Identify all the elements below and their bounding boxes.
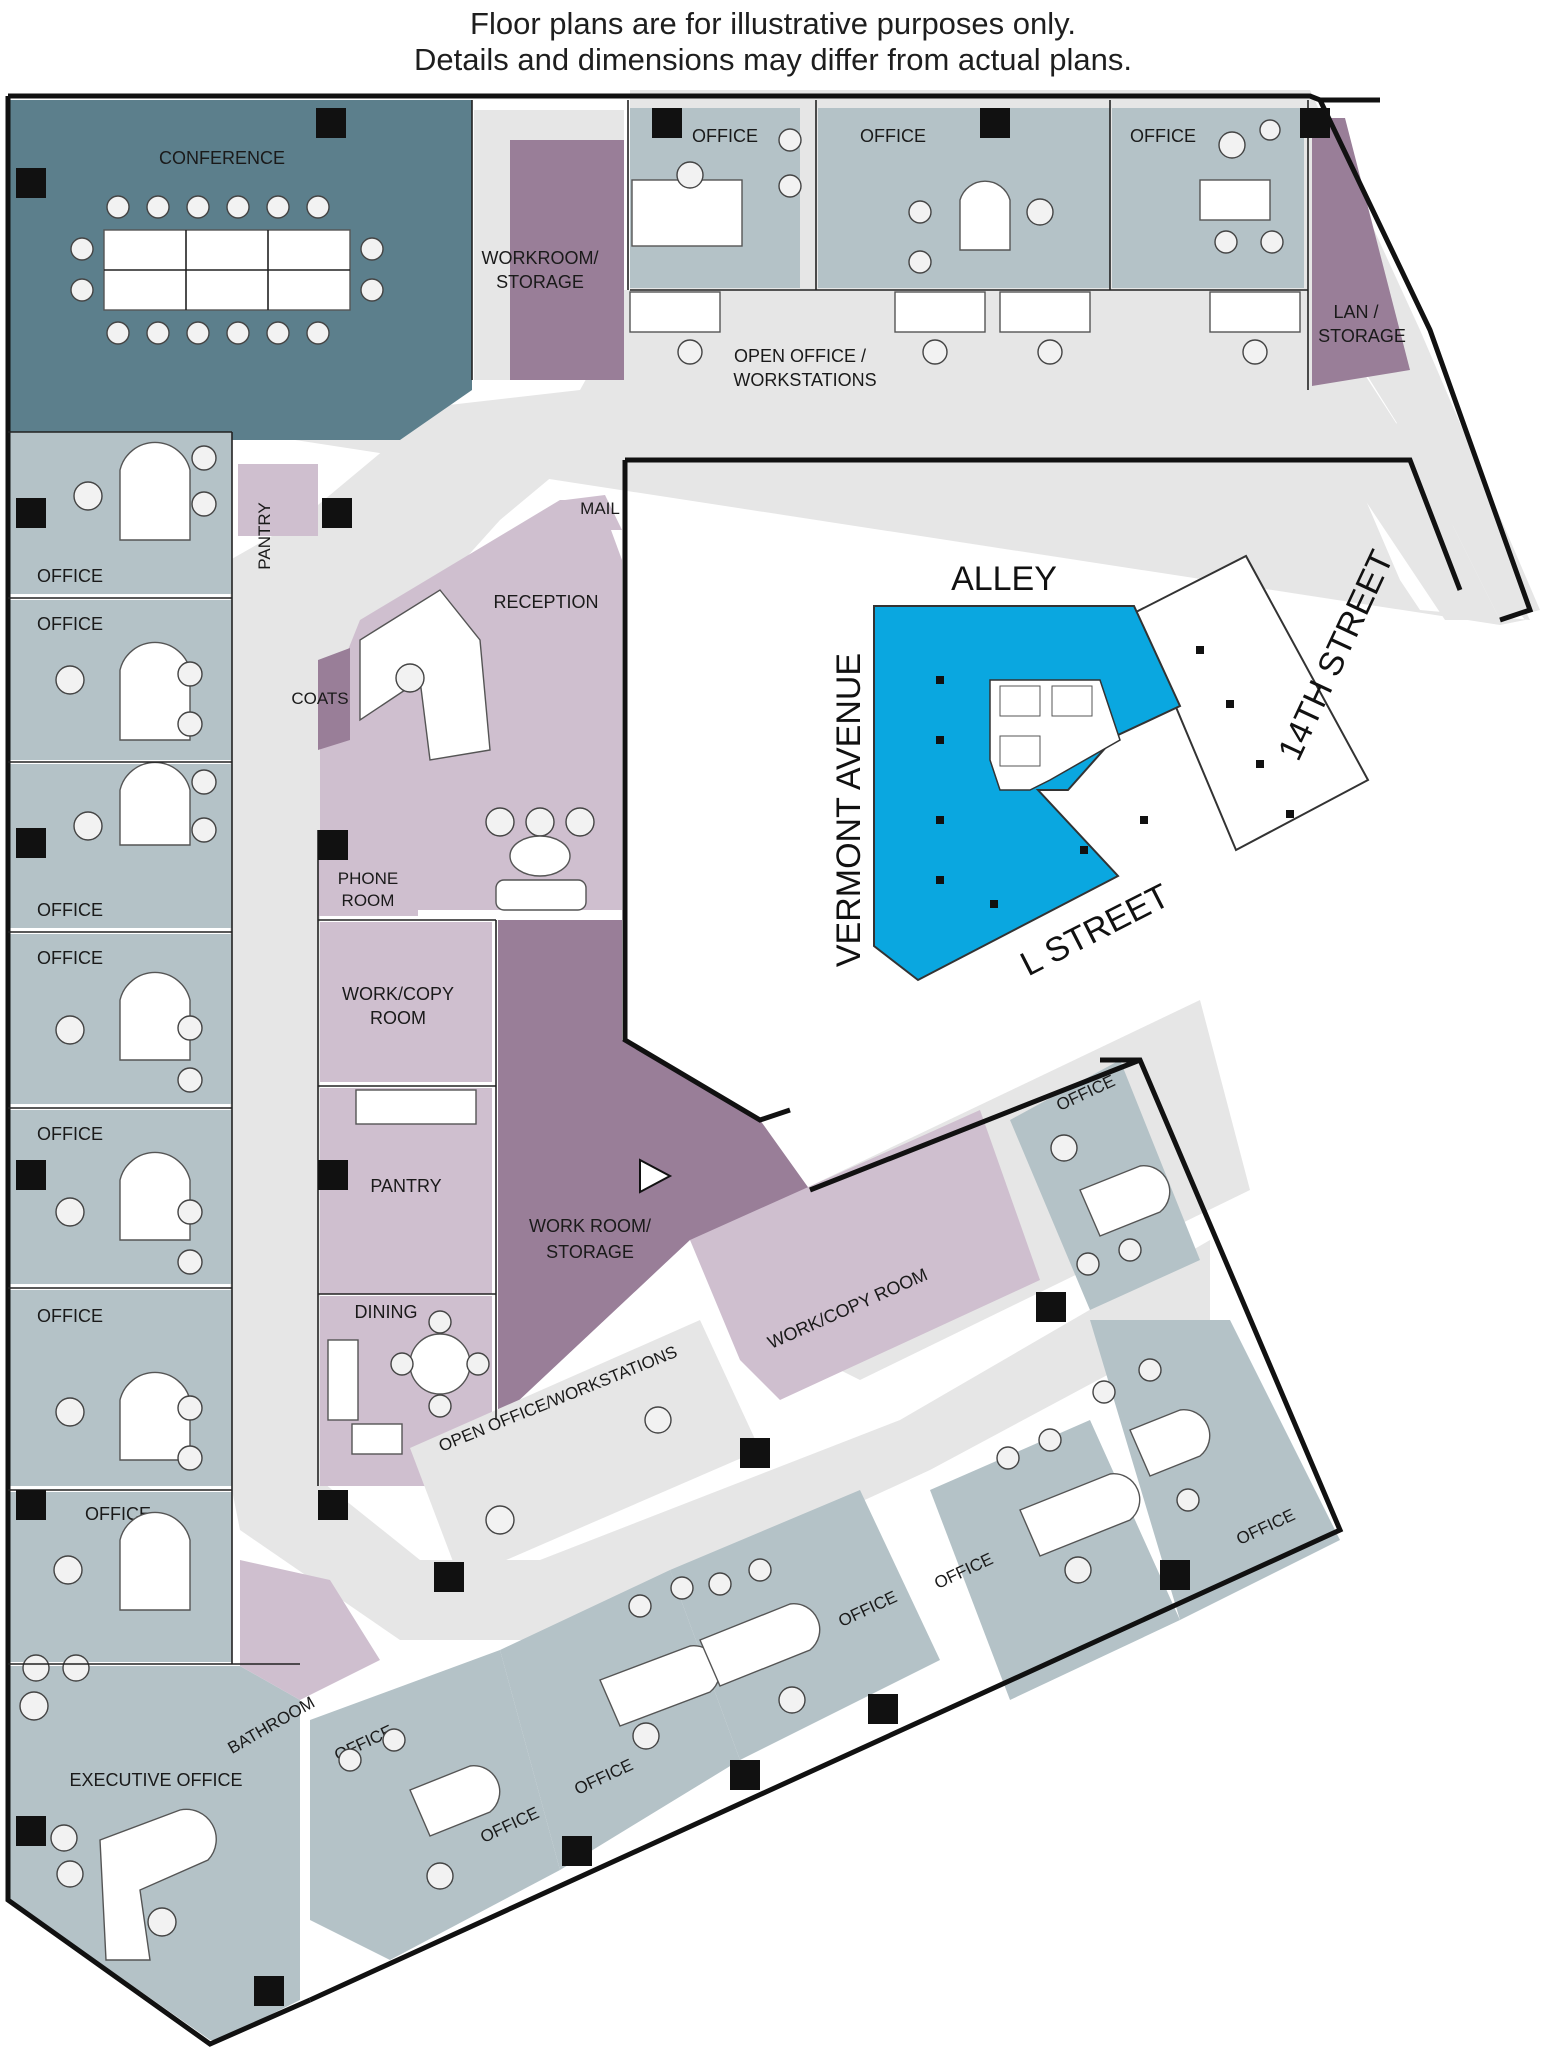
executive-office-label: EXECUTIVE OFFICE — [69, 1770, 242, 1790]
mail-label: MAIL — [580, 499, 620, 518]
phone-room-label-1: PHONE — [338, 869, 398, 888]
open-office-top-furniture — [629, 291, 1301, 365]
work-room-mid-label-2: STORAGE — [546, 1242, 634, 1262]
bathroom — [240, 1560, 380, 1700]
conference-label: CONFERENCE — [159, 148, 285, 168]
workroom-storage-top — [510, 140, 624, 380]
conference-chairs — [70, 195, 384, 345]
executive-office-furniture — [19, 1654, 217, 1961]
disclaimer-line-1: Floor plans are for illustrative purpose… — [470, 6, 1076, 41]
work-copy-left-label-2: ROOM — [370, 1008, 426, 1028]
pantry-mid-label: PANTRY — [370, 1176, 441, 1196]
interior-walls — [8, 100, 1309, 1665]
open-office-top-label-2: WORKSTATIONS — [733, 370, 876, 390]
workroom-label-2: STORAGE — [496, 272, 584, 292]
right-wing-furniture — [338, 1134, 1211, 1890]
dining-furniture — [327, 1310, 490, 1455]
office-left-5-label: OFFICE — [37, 1124, 103, 1144]
work-copy-room-left — [320, 922, 492, 1082]
office-top-furniture — [631, 119, 1284, 274]
conference-table — [103, 229, 351, 311]
office-top-2-label: OFFICE — [860, 126, 926, 146]
work-copy-left-label-1: WORK/COPY — [342, 984, 454, 1004]
left-office-furniture — [53, 441, 217, 1611]
structural-columns — [16, 108, 1330, 2006]
work-copy-room-right — [690, 1110, 1040, 1400]
lan-label-1: LAN / — [1333, 302, 1378, 322]
phone-room-label-2: ROOM — [342, 891, 395, 910]
pantry-top — [238, 464, 318, 536]
office-left-6-label: OFFICE — [37, 1306, 103, 1326]
dining-label: DINING — [355, 1302, 418, 1322]
triangle-marker — [639, 1158, 673, 1194]
open-office-top-label-1: OPEN OFFICE / — [734, 346, 866, 366]
pantry-top-label: PANTRY — [255, 502, 274, 569]
lan-storage — [1312, 118, 1410, 386]
disclaimer-line-2: Details and dimensions may differ from a… — [414, 42, 1132, 77]
workroom-label-1: WORKROOM/ — [482, 248, 599, 268]
reception-furniture — [359, 589, 595, 911]
work-room-mid-label-1: WORK ROOM/ — [529, 1216, 651, 1236]
office-left-3-label: OFFICE — [37, 900, 103, 920]
office-left-4-label: OFFICE — [37, 948, 103, 968]
key-map — [873, 554, 1370, 982]
reception-label: RECEPTION — [493, 592, 598, 612]
coats-closet — [318, 648, 350, 750]
coats-label: COATS — [291, 689, 348, 708]
mail-room — [565, 495, 622, 530]
office-left-2-label: OFFICE — [37, 614, 103, 634]
office-top-3-label: OFFICE — [1130, 126, 1196, 146]
outer-walls — [5, 93, 1534, 2047]
office-left-1-label: OFFICE — [37, 566, 103, 586]
alley-label: ALLEY — [951, 560, 1057, 598]
vermont-avenue-label: VERMONT AVENUE — [830, 653, 868, 967]
office-top-1-label: OFFICE — [692, 126, 758, 146]
lan-label-2: STORAGE — [1318, 326, 1406, 346]
